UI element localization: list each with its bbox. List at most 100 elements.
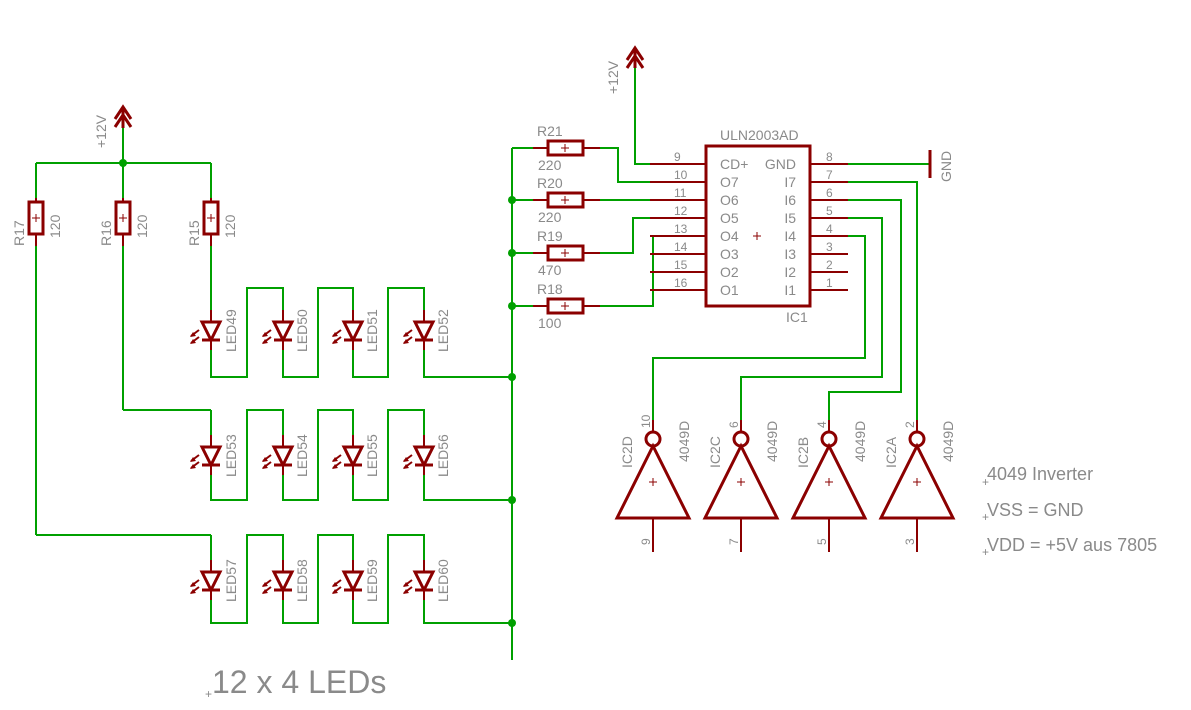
pin-label: CD+ [720, 156, 748, 172]
pin-label: I7 [784, 174, 796, 190]
pin-number: 6 [727, 421, 741, 428]
led-led59: LED59 [330, 558, 380, 602]
inverter-part: 4049D [940, 421, 956, 462]
inverter-ic2a: IC2A 4049D 2 3 [878, 420, 956, 552]
led-row-3: LED57 LED58 LED59 LED60 [188, 558, 451, 602]
resistor-value: 470 [538, 262, 562, 278]
pin-label: O6 [720, 192, 739, 208]
led-label: LED50 [294, 309, 310, 352]
pin-number: 5 [815, 538, 829, 545]
svg-text:+: + [982, 545, 989, 559]
resistor-r16: R16 120 [98, 198, 150, 246]
note-line: 4049 Inverter [987, 464, 1093, 484]
led-label: LED49 [223, 309, 239, 352]
junctions [119, 159, 516, 627]
note-line: VSS = GND [987, 500, 1084, 520]
ic1-right-pins: 8 7 6 5 4 3 2 1 GND I7 I6 I5 I4 I3 I2 I1 [765, 150, 848, 298]
led-led52: LED52 [401, 308, 451, 352]
resistor-r15: R15 120 [186, 198, 238, 246]
resistor-name: R19 [537, 228, 563, 244]
led-row-1: LED49 LED50 LED51 LED52 [188, 308, 451, 352]
supply-12v-right: +12V [605, 45, 645, 94]
inverter-name: IC2B [795, 437, 811, 468]
resistor-r18: R18 100 [533, 281, 600, 331]
resistor-value: 100 [538, 315, 562, 331]
led-label: LED52 [435, 309, 451, 352]
led-label: LED58 [294, 559, 310, 602]
led-label: LED59 [364, 559, 380, 602]
led-label: LED57 [223, 559, 239, 602]
led-label: LED54 [294, 434, 310, 477]
ic1-name-label: IC1 [786, 309, 808, 325]
supply-label-right: +12V [605, 60, 621, 94]
led-label: LED51 [364, 309, 380, 352]
svg-text:+: + [982, 475, 989, 489]
pin-label: O7 [720, 174, 739, 190]
supply-label-left: +12V [93, 114, 109, 148]
pin-number: 13 [674, 222, 688, 236]
resistor-value: 120 [134, 214, 150, 238]
pin-number: 2 [903, 421, 917, 428]
pin-number: 10 [674, 168, 688, 182]
pin-number: 5 [826, 204, 833, 218]
pin-label: I5 [784, 210, 796, 226]
resistor-value: 220 [538, 157, 562, 173]
led-led49: LED49 [188, 308, 239, 352]
led-row-2: LED53 LED54 LED55 LED56 [188, 433, 451, 477]
pin-number: 9 [674, 150, 681, 164]
pin-number: 14 [674, 240, 688, 254]
inverter-name: IC2A [883, 436, 899, 468]
led-led58: LED58 [260, 558, 310, 602]
pin-label: I4 [784, 228, 796, 244]
inverter-part: 4049D [852, 421, 868, 462]
inverter-ic2b: IC2B 4049D 4 5 [790, 420, 868, 552]
svg-text:+: + [205, 687, 212, 701]
gnd-symbol: GND [928, 150, 954, 182]
inverter-ic2c: IC2C 4049D 6 7 [702, 420, 780, 552]
pin-number: 12 [674, 204, 688, 218]
ic1-part-label: ULN2003AD [720, 127, 799, 143]
led-led60: LED60 [401, 558, 451, 602]
inverter-part: 4049D [764, 421, 780, 462]
notes: + 4049 Inverter + VSS = GND + VDD = +5V … [982, 464, 1157, 559]
pin-number: 15 [674, 258, 688, 272]
resistor-r17: R17 120 [11, 198, 63, 246]
inverter-name: IC2C [707, 436, 723, 468]
caption: + 12 x 4 LEDs [205, 664, 386, 701]
led-label: LED60 [435, 559, 451, 602]
pin-label: I2 [784, 264, 796, 280]
pin-number: 6 [826, 186, 833, 200]
pin-number: 4 [826, 222, 833, 236]
pin-number: 7 [826, 168, 833, 182]
pin-number: 4 [815, 421, 829, 428]
pin-label: I6 [784, 192, 796, 208]
caption-text: 12 x 4 LEDs [212, 664, 386, 700]
pin-label: O1 [720, 282, 739, 298]
pin-label: I1 [784, 282, 796, 298]
resistor-r20: R20 220 [533, 175, 600, 225]
led-led50: LED50 [260, 308, 310, 352]
pin-label: GND [765, 156, 796, 172]
led-led54: LED54 [260, 433, 310, 477]
svg-text:+: + [982, 510, 989, 524]
resistor-value: 220 [538, 209, 562, 225]
pin-label: I3 [784, 246, 796, 262]
pin-number: 7 [727, 538, 741, 545]
led-led57: LED57 [188, 558, 239, 602]
resistor-name: R17 [11, 220, 27, 246]
resistor-name: R20 [537, 175, 563, 191]
wires [35, 64, 930, 660]
led-label: LED53 [223, 434, 239, 477]
resistor-name: R18 [537, 281, 563, 297]
pin-label: O4 [720, 228, 739, 244]
supply-12v-left: +12V [93, 104, 133, 148]
pin-number: 16 [674, 276, 688, 290]
pin-number: 3 [903, 538, 917, 545]
resistor-name: R16 [98, 220, 114, 246]
pin-number: 2 [826, 258, 833, 272]
pin-label: O5 [720, 210, 739, 226]
gnd-label: GND [938, 151, 954, 182]
pin-label: O3 [720, 246, 739, 262]
pin-number: 3 [826, 240, 833, 254]
